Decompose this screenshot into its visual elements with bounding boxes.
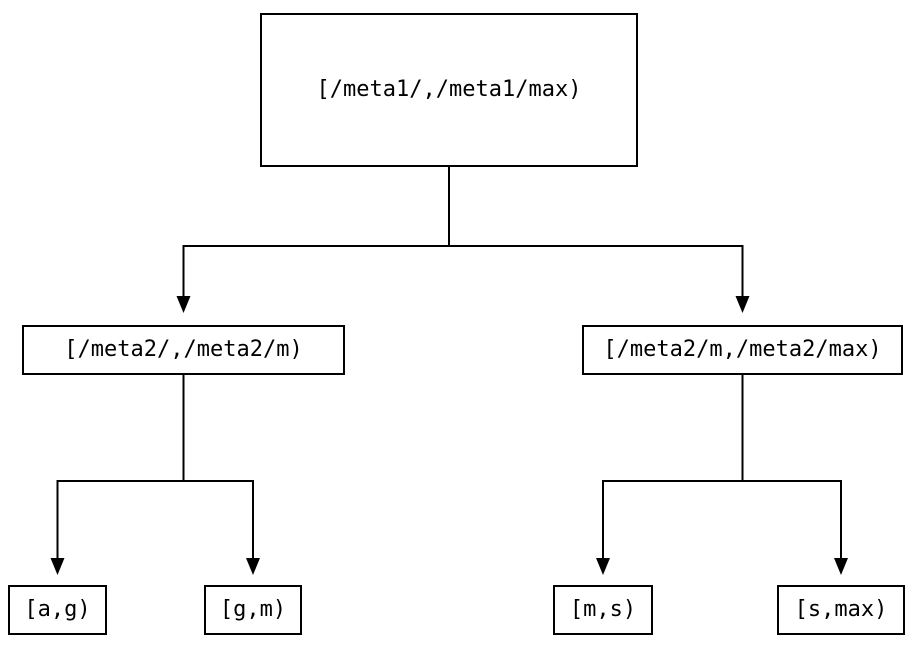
node-leaf-g-m: [g,m) xyxy=(204,585,302,635)
node-root-range: [/meta1/,/meta1/max) xyxy=(260,13,638,167)
arrowhead-leaf-gm-icon xyxy=(246,558,260,575)
arrowhead-leaf-ag-icon xyxy=(50,558,65,575)
edge-right-subtree xyxy=(596,375,848,575)
edge-root-children xyxy=(176,167,750,313)
node-right-child-range: [/meta2/m,/meta2/max) xyxy=(582,325,903,375)
node-leaf-m-s: [m,s) xyxy=(553,585,653,635)
node-left-child-range: [/meta2/,/meta2/m) xyxy=(22,325,345,375)
edge-left-subtree xyxy=(50,375,260,575)
arrowhead-left-child-icon xyxy=(176,296,191,313)
arrowhead-leaf-ms-icon xyxy=(596,558,610,575)
node-leaf-a-g: [a,g) xyxy=(8,585,107,635)
arrowhead-leaf-smax-icon xyxy=(834,558,848,575)
arrowhead-right-child-icon xyxy=(735,296,750,313)
node-leaf-s-max: [s,max) xyxy=(777,585,905,635)
